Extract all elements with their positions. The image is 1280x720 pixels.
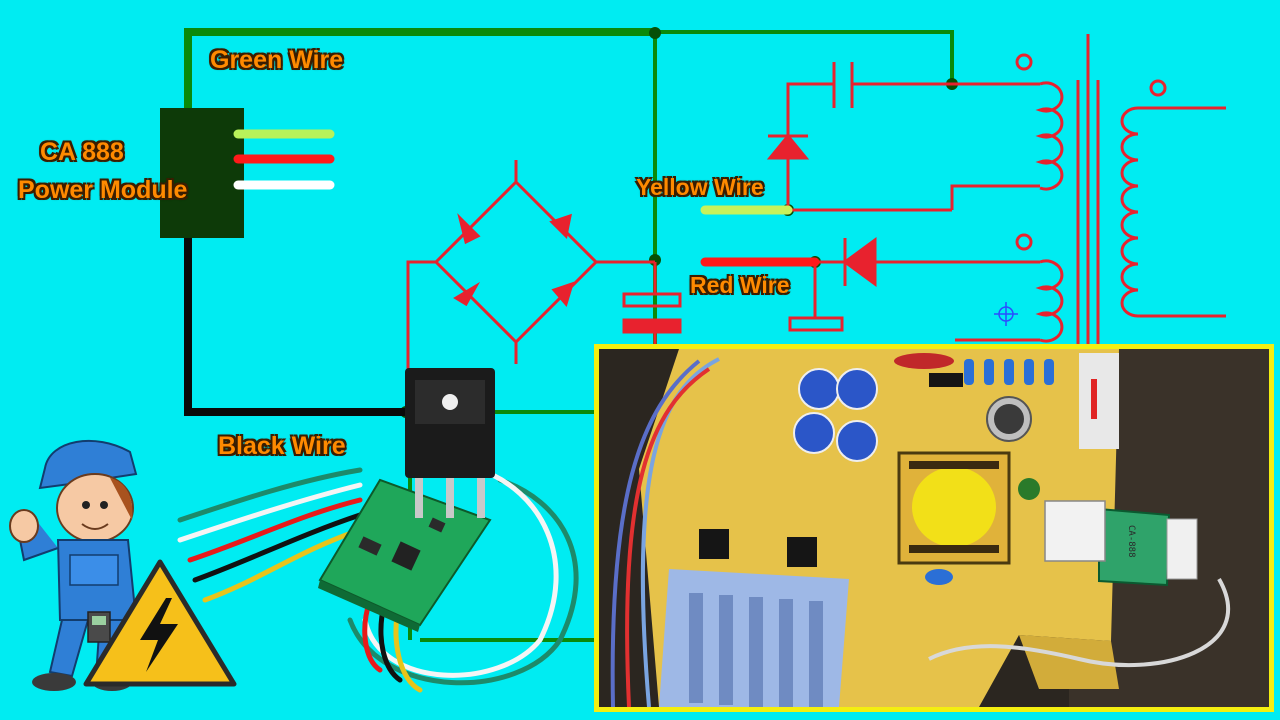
black-wire-label: Black Wire: [218, 432, 346, 460]
ca888-module-symbol: [160, 108, 335, 238]
ca888-module-photo: [177, 368, 579, 693]
green-wire-label: Green Wire: [210, 46, 344, 74]
yellow-wire-label: Yellow Wire: [636, 174, 764, 200]
green-wire: [184, 28, 954, 642]
ca888-installed-module: CA-888: [1044, 500, 1198, 587]
crosshair-icon: [994, 302, 1018, 326]
pcb-transformer: [897, 451, 1011, 565]
capacitor-symbol: [622, 262, 682, 346]
module-label-line1: CA 888: [40, 138, 124, 166]
module-chip-text: CA-888: [1126, 525, 1136, 558]
transformer-symbol: [952, 34, 1226, 346]
capacitor-cluster: [793, 368, 1032, 462]
pcb-photo-inset: CA-888: [594, 344, 1274, 712]
output-diode-branch: [788, 237, 1040, 342]
heatsink: [659, 569, 849, 707]
module-label-line2: Power Module: [18, 176, 188, 204]
high-voltage-warning-icon: [83, 559, 237, 687]
red-wire-label: Red Wire: [690, 272, 790, 298]
bridge-rectifier-symbol: [406, 160, 655, 412]
black-wire: [184, 236, 406, 416]
junction-node: [649, 27, 661, 39]
snubber-circuit: [766, 62, 1040, 212]
